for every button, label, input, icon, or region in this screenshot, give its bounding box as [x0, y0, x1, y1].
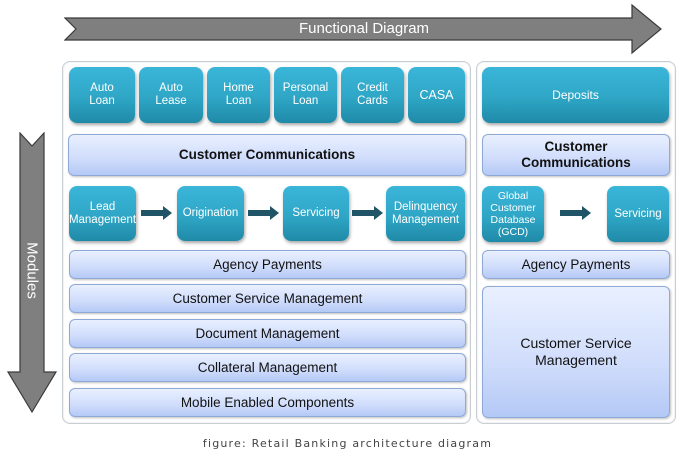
flow-arrow-icon: [560, 206, 591, 220]
figure-caption: figure: Retail Banking architecture diag…: [202, 437, 493, 450]
flow-arrow-icon: [248, 206, 279, 220]
flow-global-customer-database: Global Customer Database (GCD): [482, 186, 544, 242]
module-document-management: Document Management: [69, 319, 466, 348]
flow-lead-management: Lead Management: [69, 186, 136, 241]
module-agency-payments: Agency Payments: [69, 250, 466, 279]
product-home-loan: Home Loan: [207, 67, 270, 123]
flow-delinquency-management: Delinquency Management: [386, 186, 465, 241]
flow-arrow-icon: [141, 206, 172, 220]
module-collateral-management: Collateral Management: [69, 353, 466, 382]
product-auto-loan: Auto Loan: [69, 67, 135, 123]
modules-arrow: [6, 132, 58, 414]
product-credit-cards: Credit Cards: [341, 67, 404, 123]
module-mobile-enabled-components: Mobile Enabled Components: [69, 388, 466, 417]
customer-communications: Customer Communications: [68, 134, 466, 176]
customer-communications-deposits: Customer Communications: [482, 134, 670, 176]
flow-servicing: Servicing: [283, 186, 349, 241]
flow-arrow-icon: [352, 206, 383, 220]
product-casa: CASA: [408, 67, 465, 123]
module-customer-service-management: Customer Service Management: [69, 284, 466, 313]
flow-origination: Origination: [177, 186, 244, 241]
module-customer-service-management-deposits: Customer Service Management: [482, 286, 670, 418]
product-auto-lease: Auto Lease: [139, 67, 203, 123]
product-personal-loan: Personal Loan: [274, 67, 337, 123]
functional-diagram-label: Functional Diagram: [298, 20, 430, 37]
module-agency-payments-deposits: Agency Payments: [482, 250, 670, 279]
modules-label: Modules: [23, 242, 41, 299]
flow-servicing-deposits: Servicing: [607, 186, 669, 242]
functional-diagram-arrow: [64, 3, 662, 55]
product-deposits: Deposits: [482, 67, 669, 123]
